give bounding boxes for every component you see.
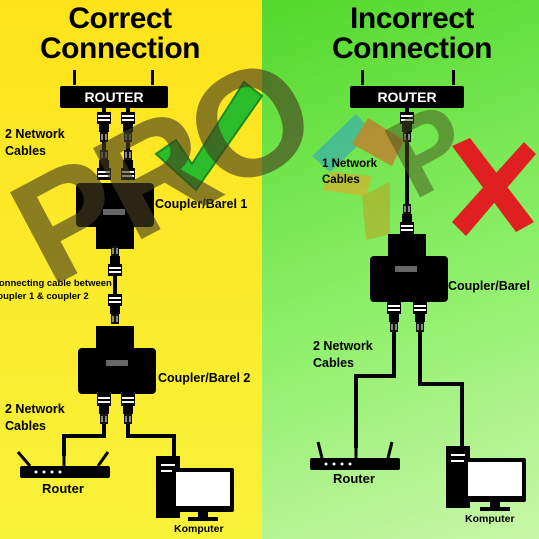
left-bottom-cables — [62, 393, 176, 456]
check-mark-icon — [154, 80, 264, 192]
right-coupler-label: Coupler/Barel — [448, 279, 530, 293]
correct-title-line2: Connection — [40, 32, 201, 65]
right-router-device-label: Router — [333, 471, 375, 486]
right-router-box: ROUTER — [350, 86, 464, 108]
right-top-cable-line1: 1 Network — [322, 158, 377, 170]
coupler-2-label: Coupler/Barel 2 — [158, 371, 251, 385]
right-bottom-cables-line2: Cables — [313, 356, 354, 370]
coupler-1-label: Coupler/Barel 1 — [155, 197, 248, 211]
cross-mark-icon — [452, 138, 536, 236]
right-top-cable-line2: Cables — [322, 174, 360, 186]
left-bottom-cables-line2: Cables — [5, 419, 46, 433]
correct-title: Correct Connection — [0, 4, 240, 64]
left-router-device-icon — [16, 450, 110, 478]
coupler-2-shape — [78, 326, 156, 394]
left-top-cables-label: 2 Network Cables — [5, 126, 65, 160]
right-bottom-cables — [354, 301, 464, 448]
right-router-device-icon — [310, 440, 400, 470]
right-bottom-cables-line1: 2 Network — [313, 339, 373, 353]
left-router-device-label: Router — [42, 481, 84, 496]
left-router-box: ROUTER — [60, 86, 168, 108]
right-coupler-shape — [370, 234, 448, 302]
coupler-1-shape — [76, 183, 154, 249]
incorrect-title-line1: Incorrect — [350, 2, 474, 35]
right-computer-label: Komputer — [465, 513, 515, 525]
left-top-cables-line2: Cables — [5, 144, 46, 158]
left-top-cables-line1: 2 Network — [5, 127, 65, 141]
left-computer-label: Komputer — [174, 523, 224, 535]
left-bottom-cables-label: 2 Network Cables — [5, 401, 65, 435]
incorrect-title: Incorrect Connection — [300, 4, 524, 64]
correct-title-line1: Correct — [68, 2, 172, 35]
left-top-cables — [96, 108, 136, 181]
connecting-cable — [107, 245, 123, 325]
right-computer-icon — [446, 446, 526, 511]
right-top-cable-label: 1 Network Cables — [322, 156, 377, 188]
connecting-cable-label: Connecting cable between coupler 1 & cou… — [0, 277, 112, 303]
left-computer-icon — [156, 456, 234, 521]
left-router-antennas — [73, 70, 154, 85]
right-router-label: ROUTER — [377, 89, 437, 105]
right-router-antennas — [361, 70, 455, 85]
watermark-logo-shapes — [312, 114, 404, 240]
right-single-cable — [399, 108, 415, 235]
left-bottom-cables-line1: 2 Network — [5, 402, 65, 416]
incorrect-title-line2: Connection — [332, 32, 493, 65]
connecting-cable-line1: Connecting cable between — [0, 278, 112, 289]
connecting-cable-line2: coupler 1 & coupler 2 — [0, 291, 89, 302]
right-bottom-cables-label: 2 Network Cables — [313, 338, 373, 372]
left-router-label: ROUTER — [84, 89, 144, 105]
